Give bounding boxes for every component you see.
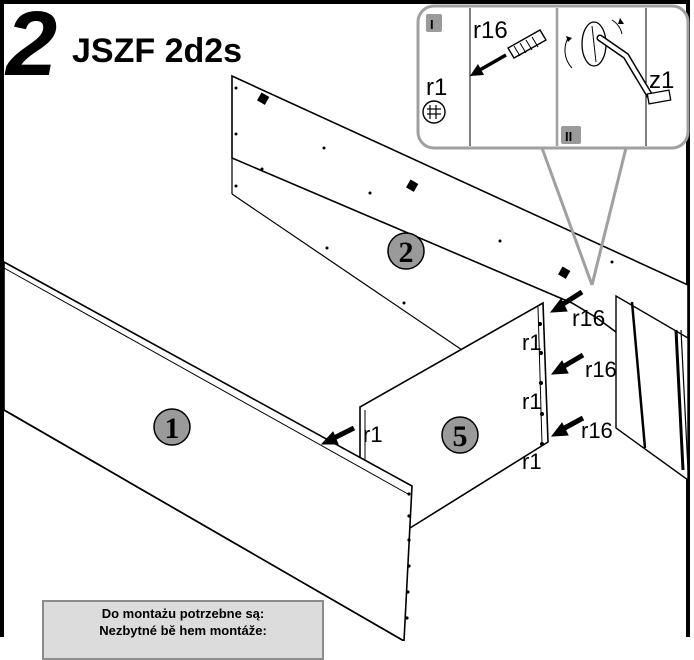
panel-i-tag: I bbox=[430, 17, 434, 32]
part-number-1: 1 bbox=[165, 412, 180, 445]
arrow-dowel-top bbox=[549, 289, 584, 313]
part-number-5: 5 bbox=[453, 420, 468, 453]
part-badge-5: 5 bbox=[441, 416, 479, 454]
panel-ii-badge bbox=[561, 126, 581, 144]
arrow-cam-left bbox=[320, 425, 356, 445]
panel-5 bbox=[359, 301, 549, 530]
label-dowel-bottom: r16 bbox=[581, 418, 613, 443]
cam-lock-icon bbox=[422, 100, 446, 124]
panel-1 bbox=[3, 260, 413, 641]
panel-i-badge bbox=[426, 14, 442, 32]
step-number: 2 bbox=[6, 0, 57, 95]
part-number-2: 2 bbox=[399, 236, 414, 269]
label-cam-bottom: r1 bbox=[522, 449, 542, 474]
label-dowel-top: r16 bbox=[572, 305, 605, 331]
panel-2-back bbox=[231, 74, 689, 387]
dowel-icon bbox=[470, 29, 547, 76]
label-dowel-middle: r16 bbox=[585, 357, 617, 382]
allen-key-icon bbox=[564, 18, 672, 105]
label-cam-middle: r1 bbox=[522, 389, 542, 414]
label-cam-top: r1 bbox=[522, 330, 542, 355]
callout-dowel-label: r16 bbox=[473, 17, 508, 44]
part-badge-2: 2 bbox=[387, 232, 425, 270]
callout-tool-label: z1 bbox=[649, 67, 674, 94]
part-badge-1: 1 bbox=[153, 408, 191, 446]
note-line-polish: Do montażu potrzebne są: bbox=[101, 606, 265, 621]
panel-ii-tag: II bbox=[565, 129, 572, 144]
detail-callout: I II r16 r1 z1 bbox=[416, 4, 690, 150]
side-panel-edge bbox=[615, 294, 689, 482]
note-line-czech: Nezbytné bě hem montáže: bbox=[99, 623, 267, 638]
label-cam-left: r1 bbox=[363, 422, 383, 447]
insert-arrows bbox=[320, 289, 585, 445]
model-code: JSZF 2d2s bbox=[72, 32, 243, 70]
assembly-diagram: I II r16 r1 z1 2 1 5 r1 r1 r1 r1 r16 r16… bbox=[3, 4, 690, 641]
callout-cam-label: r1 bbox=[426, 74, 447, 101]
arrow-dowel-middle bbox=[550, 352, 585, 375]
required-tools-note: Do montażu potrzebne są: Nezbytné bě hem… bbox=[42, 600, 324, 660]
callout-pointer bbox=[540, 147, 628, 286]
arrow-dowel-bottom bbox=[550, 415, 585, 437]
